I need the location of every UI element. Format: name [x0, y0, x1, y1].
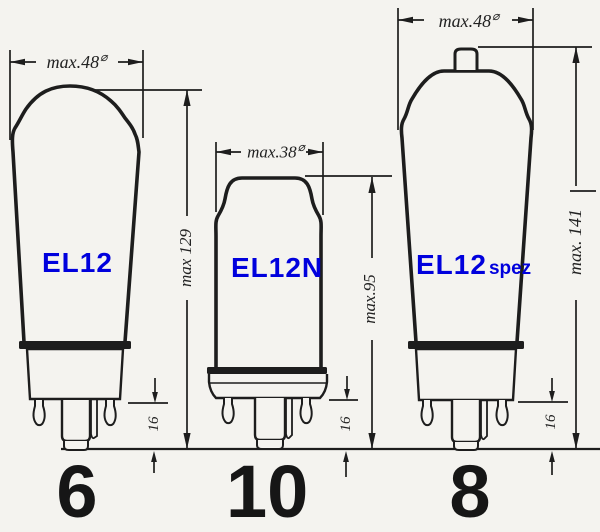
height-dim-el12: max 129: [176, 228, 195, 288]
diameter-value: max.48: [46, 52, 100, 72]
base-number-el12n: 10: [226, 450, 309, 532]
dimension-lines: [9, 8, 596, 477]
tube-el12n-drawing: [207, 176, 329, 450]
base-number-el12: 6: [56, 450, 98, 532]
arrowheads: [10, 16, 580, 462]
tube-el12-drawing: [10, 84, 141, 451]
height-dim-el12n: max.95: [360, 274, 379, 324]
diameter-dim-el12: max.48⌀: [22, 50, 132, 73]
tube-label-el12n: EL12N: [231, 254, 323, 282]
height-dim-el12spez: max. 141: [565, 209, 585, 275]
tube-label-el12: EL12: [42, 249, 113, 277]
diameter-symbol: ⌀: [100, 50, 108, 64]
diameter-dim-el12spez: max.48⌀: [414, 9, 524, 32]
pin-length-dim-el12spez: 16: [543, 414, 559, 430]
tube-name-suffix: spez: [488, 258, 532, 279]
diameter-value: max.38: [247, 142, 297, 162]
diameter-symbol: ⌀: [297, 140, 305, 154]
diameter-symbol: ⌀: [492, 9, 500, 23]
pin-length-dim-el12: 16: [146, 416, 162, 432]
tube-el12spez-drawing: [399, 47, 534, 451]
tube-name: EL12N: [231, 252, 324, 283]
pin-length-dim-el12n: 16: [338, 416, 354, 432]
tube-name: EL12: [42, 247, 113, 278]
tube-name: EL12: [416, 249, 487, 280]
diameter-value: max.48: [438, 11, 492, 31]
base-number-el12spez: 8: [449, 450, 491, 532]
diameter-dim-el12n: max.38⌀: [226, 140, 326, 163]
